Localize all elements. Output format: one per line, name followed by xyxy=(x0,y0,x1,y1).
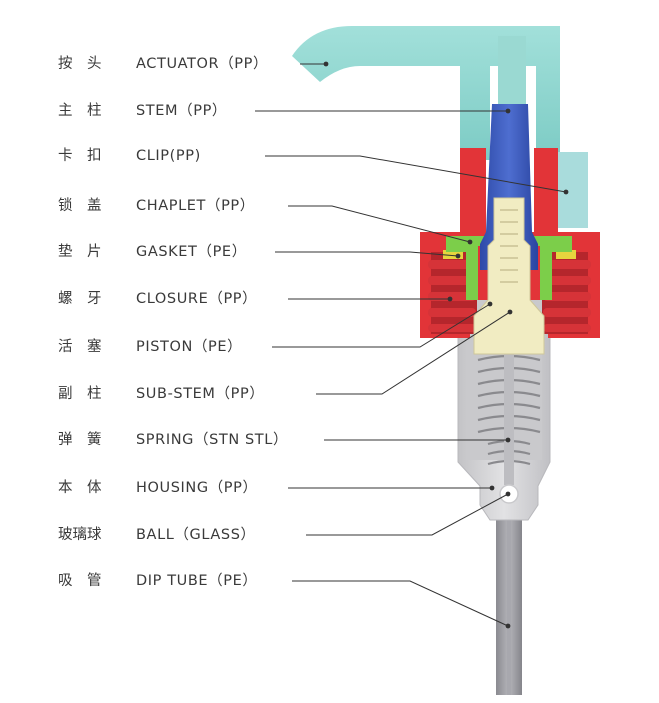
label-en: CLOSURE（PP） xyxy=(136,291,258,307)
label-closure: 螺 牙 CLOSURE（PP） xyxy=(58,288,257,310)
label-chaplet: 锁 盖 CHAPLET（PP） xyxy=(58,195,255,217)
label-spring: 弹 簧 SPRING（STN STL） xyxy=(58,429,288,451)
leader-dots xyxy=(323,61,569,629)
label-sub-stem: 副 柱 SUB-STEM（PP） xyxy=(58,383,264,405)
chaplet xyxy=(446,236,572,300)
label-dip-tube: 吸 管 DIP TUBE（PE） xyxy=(58,570,257,592)
label-en: PISTON（PE） xyxy=(136,339,243,355)
leader-lines xyxy=(255,63,567,627)
sub-stem-rod xyxy=(504,345,514,485)
dip-tube xyxy=(496,490,522,695)
label-clip: 卡 扣 CLIP(PP) xyxy=(58,145,201,167)
label-cn: 垫 片 xyxy=(58,244,102,260)
label-gasket: 垫 片 GASKET（PE） xyxy=(58,241,247,263)
label-en: SPRING（STN STL） xyxy=(136,432,289,448)
label-cn: 卡 扣 xyxy=(58,148,102,164)
label-en: BALL（GLASS） xyxy=(136,527,256,543)
label-ball: 玻璃球 BALL（GLASS） xyxy=(58,524,256,546)
label-cn: 副 柱 xyxy=(58,386,102,402)
closure-collar xyxy=(460,148,558,232)
label-en: HOUSING（PP） xyxy=(136,480,258,496)
label-en: STEM（PP） xyxy=(136,103,228,119)
label-en: GASKET（PE） xyxy=(136,244,247,260)
gasket xyxy=(443,250,576,259)
label-actuator: 按 头 ACTUATOR（PP） xyxy=(58,53,268,75)
label-piston: 活 塞 PISTON（PE） xyxy=(58,336,242,358)
label-en: SUB-STEM（PP） xyxy=(136,386,265,402)
label-cn: 弹 簧 xyxy=(58,432,102,448)
label-cn: 螺 牙 xyxy=(58,291,102,307)
label-en: CLIP(PP) xyxy=(136,148,201,164)
label-cn: 本 体 xyxy=(58,480,102,496)
piston xyxy=(473,197,545,355)
label-en: CHAPLET（PP） xyxy=(136,198,255,214)
label-cn: 主 柱 xyxy=(58,103,102,119)
label-housing: 本 体 HOUSING（PP） xyxy=(58,477,258,499)
label-en: ACTUATOR（PP） xyxy=(136,56,269,72)
label-cn: 锁 盖 xyxy=(58,198,102,214)
label-cn: 吸 管 xyxy=(58,573,102,589)
label-cn: 活 塞 xyxy=(58,339,102,355)
label-cn: 按 头 xyxy=(58,56,102,72)
label-cn: 玻璃球 xyxy=(58,527,102,543)
label-stem: 主 柱 STEM（PP） xyxy=(58,100,227,122)
actuator xyxy=(292,26,560,162)
label-en: DIP TUBE（PE） xyxy=(136,573,258,589)
